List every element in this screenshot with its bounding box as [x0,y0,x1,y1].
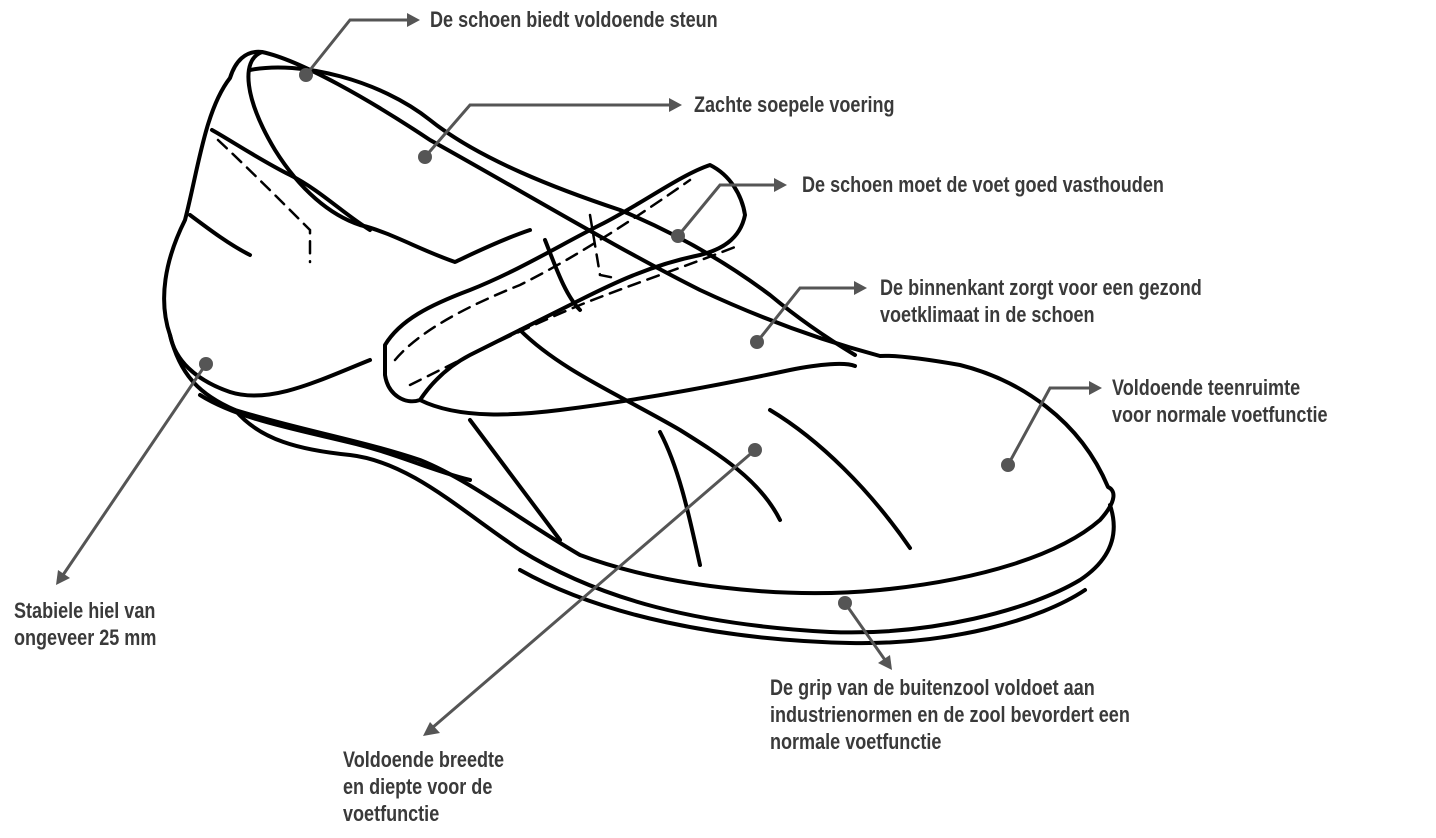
label-support-line-1: De schoen biedt voldoende steun [430,6,718,33]
label-toe-line-2: voor normale voetfunctie [1112,401,1328,428]
label-hold: De schoen moet de voet goed vasthouden [802,171,1164,198]
leader-support [306,20,410,75]
arrow-support [407,13,420,27]
label-support: De schoen biedt voldoende steun [430,6,718,33]
label-heel-line-1: Stabiele hiel van [14,597,156,624]
marker-lining [418,150,432,164]
heel-counter [212,130,370,230]
arrow-sole [878,655,892,670]
label-sole-line-3: normale voetfunctie [770,728,1130,755]
marker-heel [199,357,213,371]
arrow-hold [774,178,787,192]
arrow-lining [669,98,682,112]
label-width: Voldoende breedte en diepte voor de voet… [343,746,504,827]
label-width-line-1: Voldoende breedte [343,746,504,773]
arrow-toe [1089,381,1102,395]
arrow-heel [56,570,70,585]
label-sole-line-2: industrienormen en de zool bevordert een [770,701,1130,728]
leader-hold [678,185,775,236]
arrow-climate [854,281,867,295]
label-toe-line-1: Voldoende teenruimte [1112,374,1328,401]
label-sole: De grip van de buitenzool voldoet aan in… [770,674,1130,755]
marker-sole [838,596,852,610]
marker-support [299,68,313,82]
leader-toe [1008,388,1090,465]
label-heel: Stabiele hiel van ongeveer 25 mm [14,597,156,651]
label-heel-line-2: ongeveer 25 mm [14,624,156,651]
label-lining: Zachte soepele voering [694,91,895,118]
label-sole-line-1: De grip van de buitenzool voldoet aan [770,674,1130,701]
leader-heel [63,364,206,575]
marker-width [748,443,762,457]
marker-toe [1001,458,1015,472]
label-width-line-2: en diepte voor de [343,773,504,800]
label-width-line-3: voetfunctie [343,800,504,827]
label-toe: Voldoende teenruimte voor normale voetfu… [1112,374,1328,428]
marker-hold [671,229,685,243]
label-lining-line-1: Zachte soepele voering [694,91,895,118]
leader-lining [425,105,670,157]
label-hold-line-1: De schoen moet de voet goed vasthouden [802,171,1164,198]
marker-climate [750,335,764,349]
label-climate-line-2: voetklimaat in de schoen [880,301,1202,328]
label-climate: De binnenkant zorgt voor een gezond voet… [880,274,1202,328]
label-climate-line-1: De binnenkant zorgt voor een gezond [880,274,1202,301]
